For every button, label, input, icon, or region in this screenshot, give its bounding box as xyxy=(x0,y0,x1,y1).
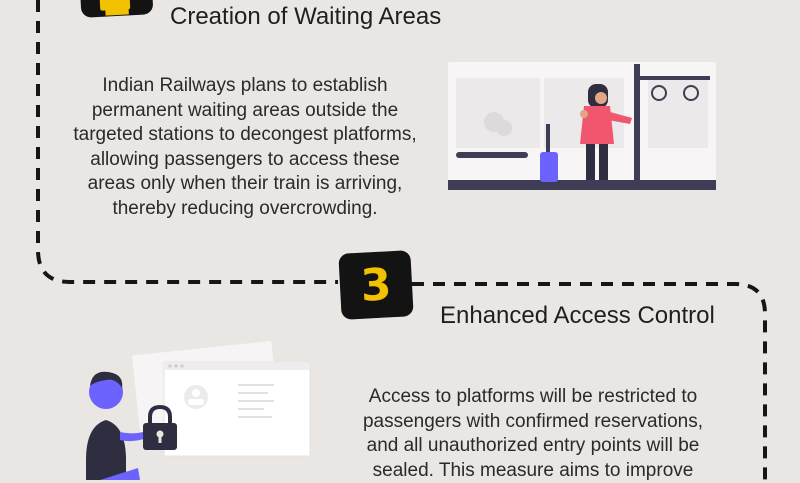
step-3-description: Access to platforms will be restricted t… xyxy=(362,386,704,481)
step-3-title: Enhanced Access Control xyxy=(440,302,715,329)
person-with-luggage-illustration xyxy=(448,62,716,190)
step-2-description: Indian Railways plans to establish perma… xyxy=(73,75,417,219)
step-2-badge-highlight xyxy=(99,0,131,11)
step-3-badge: 3 xyxy=(338,250,414,320)
person-with-lock-illustration xyxy=(86,340,311,480)
step-3-number: 3 xyxy=(359,258,393,312)
padlock-icon xyxy=(143,404,177,450)
step-2-title: Creation of Waiting Areas xyxy=(170,3,442,30)
